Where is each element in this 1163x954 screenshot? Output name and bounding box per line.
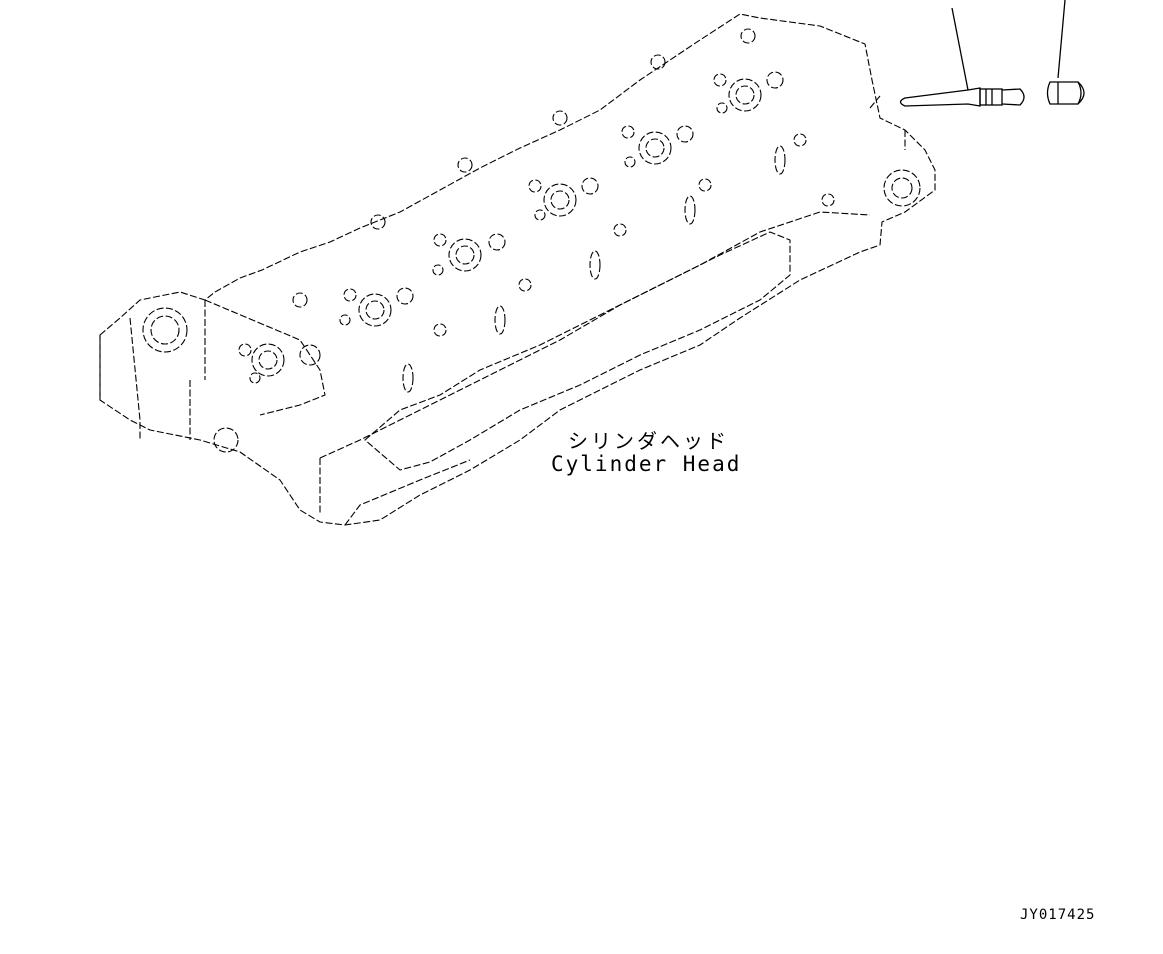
part-name-english: Cylinder Head (551, 452, 742, 476)
plug-part (1046, 81, 1085, 105)
cylinder-head-illustration (99, 13, 936, 526)
leader-line (951, 0, 1066, 91)
injector-sleeve-part (899, 87, 1025, 107)
part-name-japanese: シリンダヘッド (568, 429, 729, 453)
drawing-code: JY017425 (1020, 907, 1096, 923)
